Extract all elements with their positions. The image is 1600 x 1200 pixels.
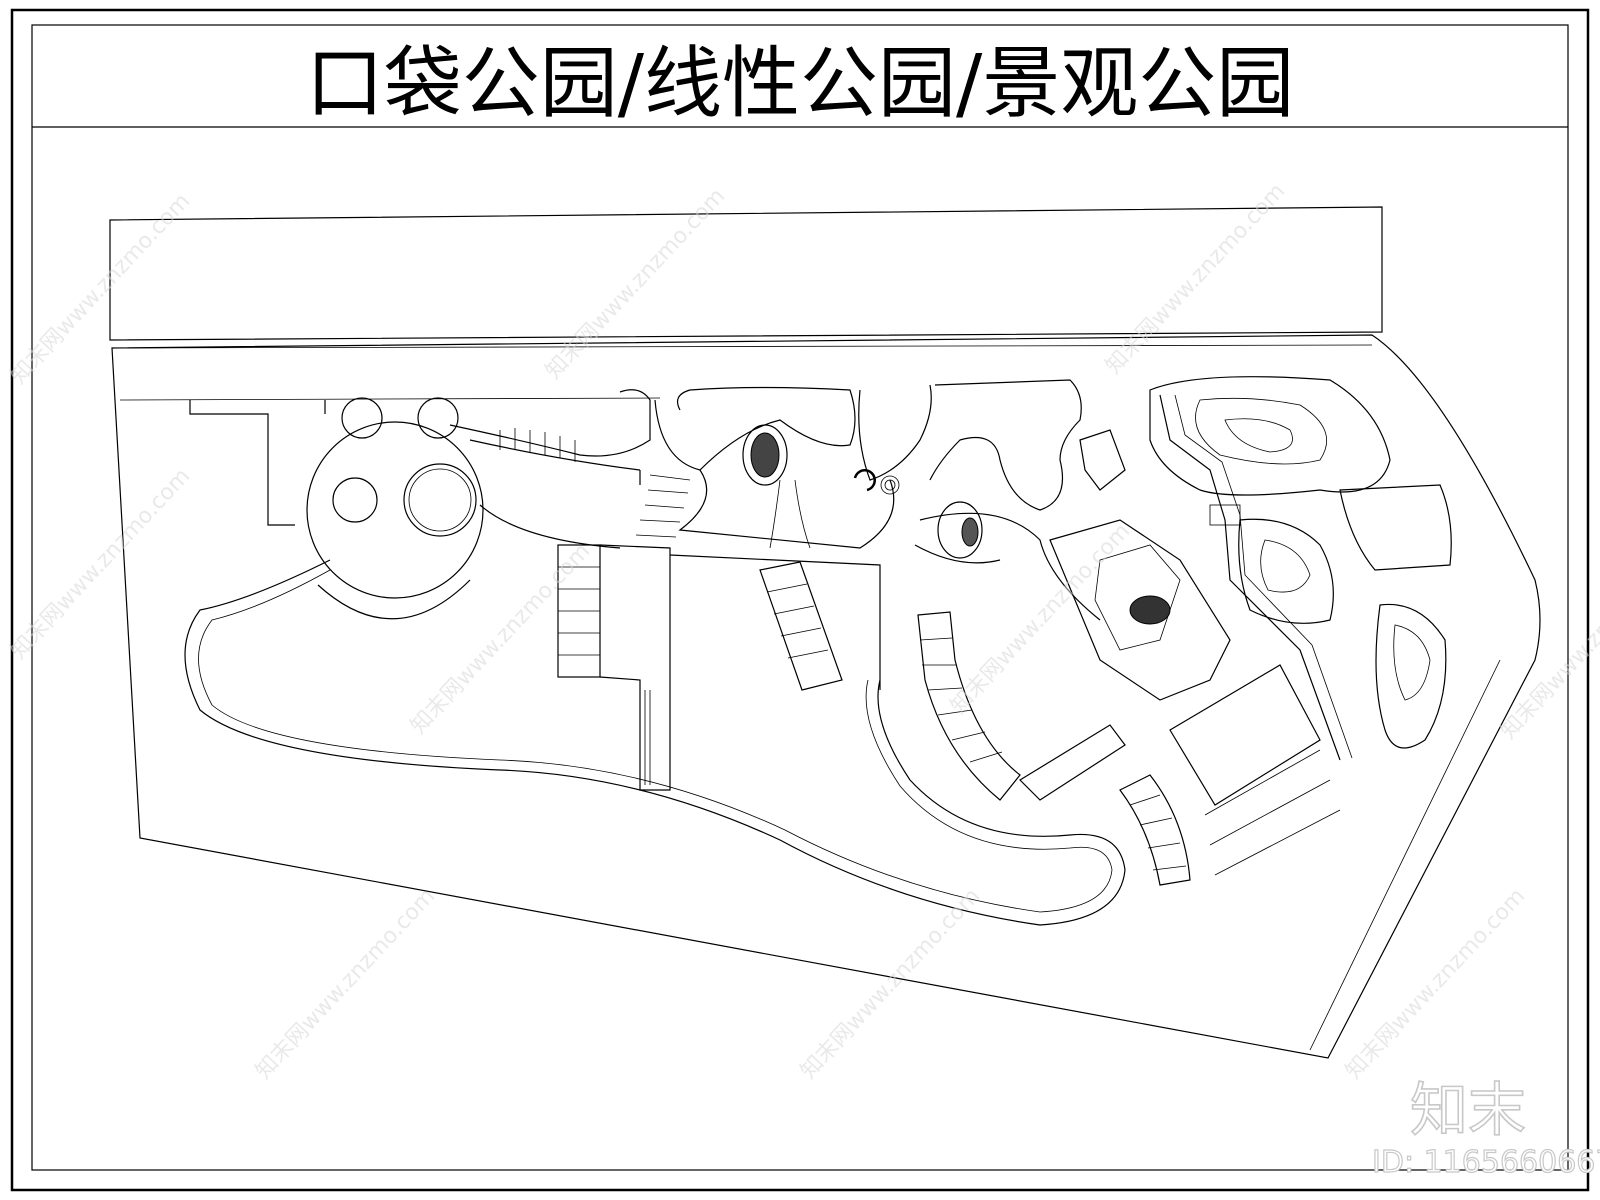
parking-left [557, 544, 671, 791]
left-plaza [189, 397, 484, 620]
watermark-text: 知末网www.znzmo.com [6, 464, 195, 664]
watermark-text: 知末网www.znzmo.com [1341, 884, 1530, 1084]
parking-curve [917, 611, 1191, 886]
brand-id: ID: 1165660667 [1372, 1145, 1600, 1180]
page-title: 口袋公园/线性公园/景观公园 [306, 39, 1295, 129]
watermark-text: 知末网www.znzmo.com [796, 884, 985, 1084]
brand-logo: 知末 [1410, 1076, 1526, 1144]
outer-frame [10, 8, 1590, 1192]
watermark-text: 知末网www.znzmo.com [541, 184, 730, 384]
watermark-text: 知末网www.znzmo.com [1496, 544, 1600, 744]
loop-path-outer [184, 559, 1126, 926]
tree-cluster [750, 432, 780, 478]
site-boundary [111, 334, 1541, 1059]
buildings-lower [1019, 659, 1501, 1051]
right-garden [1149, 376, 1452, 761]
building-strip [109, 206, 1383, 341]
watermark-text: 知末网www.znzmo.com [946, 519, 1135, 719]
parking-centre [669, 554, 881, 691]
steps-north [499, 428, 691, 538]
winding-path [469, 439, 641, 549]
island-plaza [1049, 429, 1231, 701]
site-plan [109, 206, 1541, 1059]
loop-path-inner [198, 569, 1113, 913]
watermark-text: 知末网www.znzmo.com [6, 189, 195, 389]
inner-frame [31, 24, 1569, 1171]
watermark-text: 知末网www.znzmo.com [406, 539, 595, 739]
central-garden [449, 379, 1101, 621]
watermark-text: 知末网www.znzmo.com [251, 884, 440, 1084]
